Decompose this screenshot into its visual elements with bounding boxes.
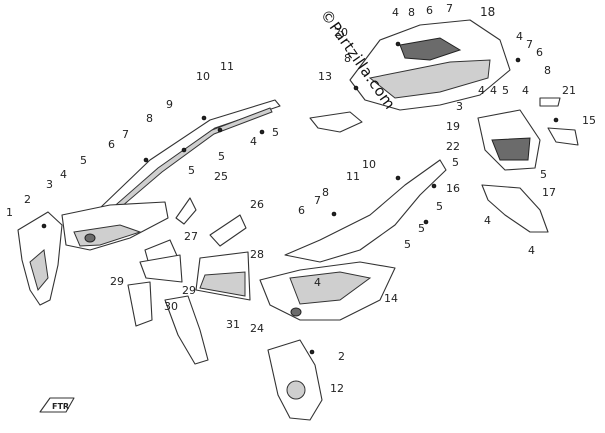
label-10: 10 xyxy=(196,70,210,83)
label-5g: 5 xyxy=(418,222,425,235)
label-16: 16 xyxy=(446,182,460,195)
upper-trim-strip xyxy=(99,99,281,215)
frame-assembly xyxy=(349,19,511,111)
label-4h: 4 xyxy=(522,84,529,97)
label-4i: 4 xyxy=(484,214,491,227)
label-5d: 5 xyxy=(188,164,195,177)
logo-text: FTR xyxy=(52,402,69,411)
label-4g: 4 xyxy=(490,84,497,97)
label-5h: 5 xyxy=(404,238,411,251)
label-5c: 5 xyxy=(218,150,225,163)
label-2: 2 xyxy=(24,193,31,206)
label-20: 20 xyxy=(334,26,348,39)
label-8: 8 xyxy=(146,112,153,125)
label-19: 19 xyxy=(446,120,460,133)
label-15: 15 xyxy=(582,114,596,127)
fasteners xyxy=(143,41,559,355)
label-5f: 5 xyxy=(436,200,443,213)
ftr-logo: FTR xyxy=(39,397,75,413)
bracket-13 xyxy=(309,111,363,133)
label-25: 25 xyxy=(214,170,228,183)
left-front-panel xyxy=(17,211,63,306)
label-4d: 4 xyxy=(392,6,399,19)
label-4: 4 xyxy=(60,168,67,181)
label-7c: 7 xyxy=(446,2,453,15)
label-9: 9 xyxy=(166,98,173,111)
label-2b: 2 xyxy=(338,350,345,363)
right-panel-19 xyxy=(477,97,579,171)
label-11: 11 xyxy=(220,60,234,73)
label-4f: 4 xyxy=(478,84,485,97)
label-22: 22 xyxy=(446,140,460,153)
label-7b: 7 xyxy=(314,194,321,207)
label-5b: 5 xyxy=(272,126,279,139)
label-29a: 29 xyxy=(110,275,124,288)
label-4c: 4 xyxy=(314,276,321,289)
label-5: 5 xyxy=(80,154,87,167)
label-6c: 6 xyxy=(426,4,433,17)
label-14: 14 xyxy=(384,292,398,305)
label-1: 1 xyxy=(6,206,13,219)
small-panels xyxy=(139,197,251,301)
label-7d: 7 xyxy=(526,38,533,51)
label-5i: 5 xyxy=(502,84,509,97)
label-4e: 4 xyxy=(516,30,523,43)
label-3b: 3 xyxy=(456,100,463,113)
label-8c: 8 xyxy=(408,6,415,19)
label-31: 31 xyxy=(226,318,240,331)
lower-strips xyxy=(127,281,209,365)
label-13: 13 xyxy=(318,70,332,83)
label-6: 6 xyxy=(108,138,115,151)
label-6b: 6 xyxy=(298,204,305,217)
left-side-cover xyxy=(61,201,169,251)
label-7: 7 xyxy=(122,128,129,141)
label-21: 21 xyxy=(562,84,576,97)
label-27: 27 xyxy=(184,230,198,243)
label-8d: 8 xyxy=(344,52,351,65)
middle-side-fairing xyxy=(259,159,447,321)
label-18: 18 xyxy=(480,5,495,19)
label-8b: 8 xyxy=(322,186,329,199)
front-lower-cover xyxy=(267,339,323,421)
label-30: 30 xyxy=(164,300,178,313)
label-24: 24 xyxy=(250,322,264,335)
right-lower-cover xyxy=(481,184,549,233)
label-6d: 6 xyxy=(536,46,543,59)
label-5j: 5 xyxy=(540,168,547,181)
label-10b: 10 xyxy=(362,158,376,171)
label-8e: 8 xyxy=(544,64,551,77)
label-17: 17 xyxy=(542,186,556,199)
label-28: 28 xyxy=(250,248,264,261)
label-12: 12 xyxy=(330,382,344,395)
label-11b: 11 xyxy=(346,170,360,183)
label-26: 26 xyxy=(250,198,264,211)
label-4j: 4 xyxy=(528,244,535,257)
label-3: 3 xyxy=(46,178,53,191)
part-number-labels: 1 2 3 4 5 6 7 8 9 10 11 4 5 5 25 26 27 2… xyxy=(6,2,596,395)
label-29b: 29 xyxy=(182,284,196,297)
label-5e: 5 xyxy=(452,156,459,169)
label-4b: 4 xyxy=(250,135,257,148)
